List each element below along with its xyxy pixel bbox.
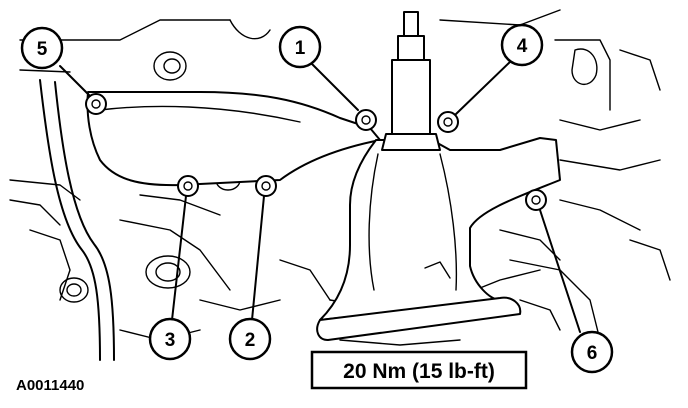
leader-6: [539, 209, 581, 333]
torque-spec-label: 20 Nm (15 lb-ft): [343, 360, 495, 383]
leader-1: [309, 61, 359, 111]
bolt-3: [177, 175, 199, 197]
bolt-5: [85, 93, 107, 115]
torque-spec-box: 20 Nm (15 lb-ft): [310, 350, 528, 390]
callout-3-label: 3: [165, 330, 176, 351]
figure-id: A0011440: [16, 377, 84, 394]
callout-1-label: 1: [295, 38, 306, 59]
leader-4: [455, 59, 513, 115]
callout-6-label: 6: [587, 343, 598, 364]
leader-3: [171, 195, 187, 321]
bolt-6: [525, 189, 547, 211]
callout-2: 2: [228, 317, 272, 361]
leader-2: [251, 195, 265, 321]
exhaust-manifold: [86, 11, 561, 341]
callout-1: 1: [278, 25, 322, 69]
leader-5: [59, 65, 91, 97]
callout-2-label: 2: [245, 330, 256, 351]
bolts: [85, 93, 547, 211]
leader-lines: [59, 59, 581, 333]
callout-4: 4: [500, 23, 544, 67]
bolt-2: [255, 175, 277, 197]
callout-6: 6: [570, 330, 614, 374]
callout-3: 3: [148, 317, 192, 361]
callout-4-label: 4: [517, 36, 528, 57]
bolt-1: [355, 109, 377, 131]
callout-5: 5: [20, 26, 64, 70]
bolt-4: [437, 111, 459, 133]
callout-5-label: 5: [37, 39, 48, 60]
